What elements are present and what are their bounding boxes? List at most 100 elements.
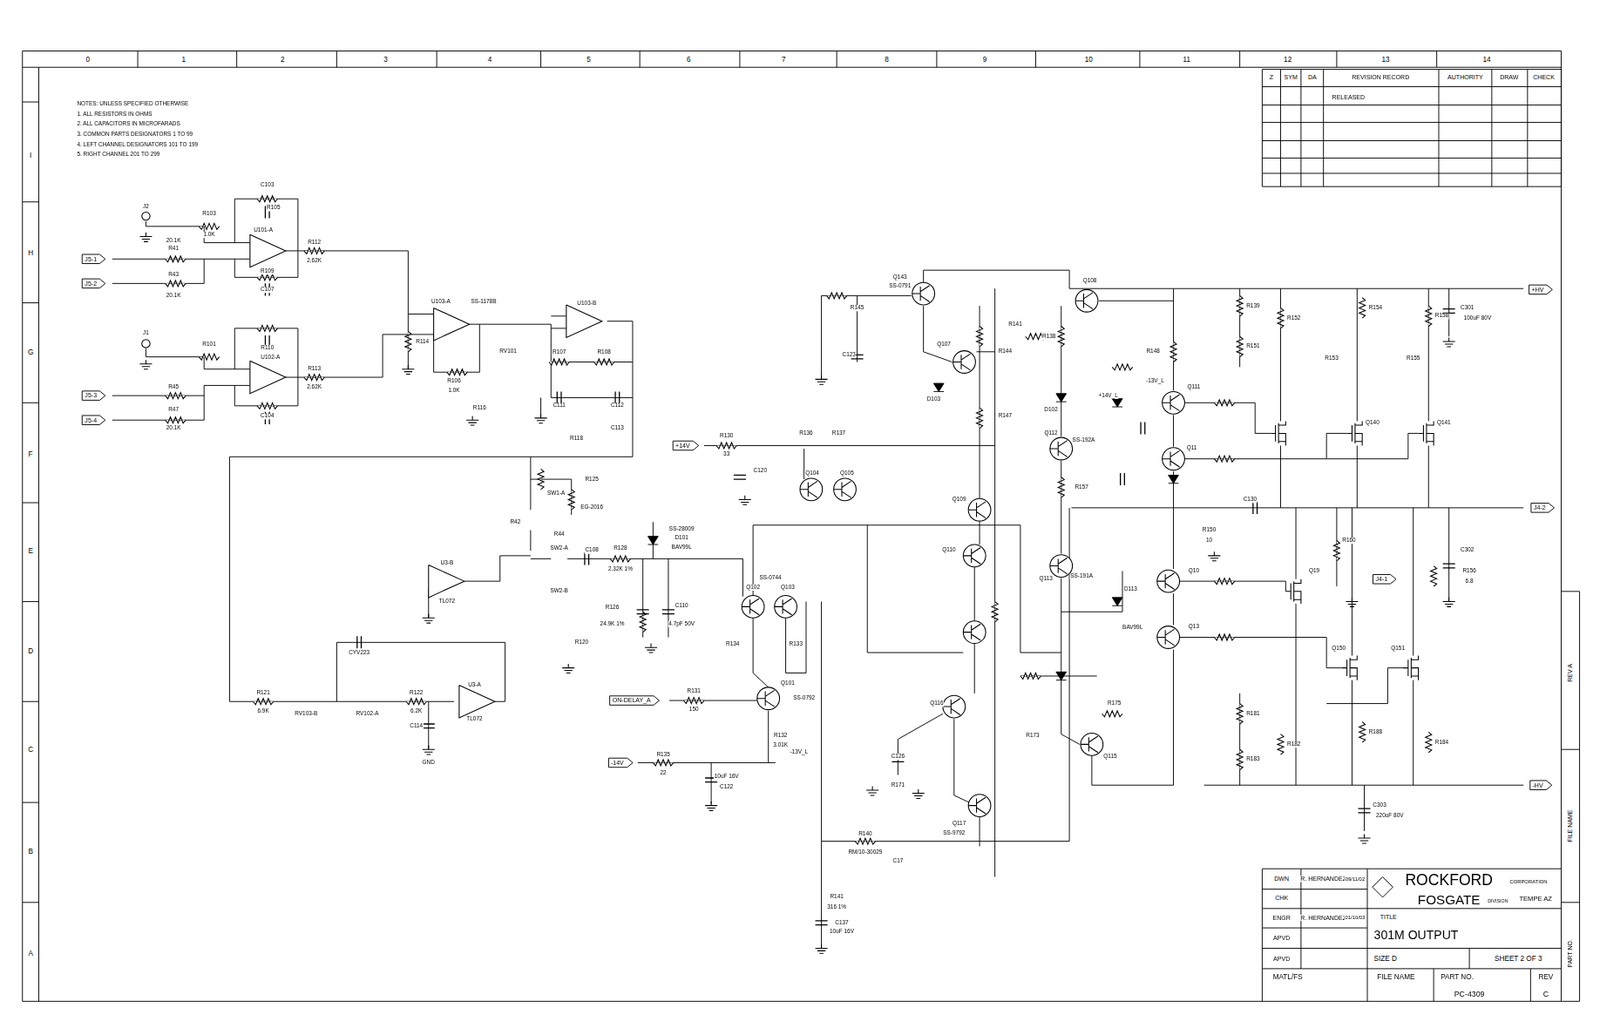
diode-symbol xyxy=(933,383,944,392)
schematic-label: C17 xyxy=(892,859,904,865)
schematic-label: Q107 xyxy=(936,341,952,347)
ground-symbol xyxy=(705,801,718,812)
schematic-label: R110 xyxy=(260,345,275,351)
wire xyxy=(22,502,40,504)
schematic-label: C126 xyxy=(890,753,906,760)
schematic-label: R132 xyxy=(772,733,788,739)
resistor-symbol xyxy=(1277,734,1284,755)
schematic-label: R. HERNANDEZ xyxy=(1300,915,1348,922)
schematic-label: C122 xyxy=(718,784,734,790)
schematic-label: C108 xyxy=(584,548,600,554)
schematic-label: 3 xyxy=(383,55,389,63)
wire xyxy=(857,295,912,297)
resistor-symbol xyxy=(1213,400,1234,407)
transistor-leads xyxy=(800,481,818,498)
schematic-label: SYM xyxy=(1283,74,1298,81)
schematic-label: EG-2016 xyxy=(580,505,604,511)
ground-symbol xyxy=(866,786,879,796)
wire xyxy=(540,51,542,68)
schematic-label: R183 xyxy=(1246,757,1262,763)
schematic-label: FILE NAME xyxy=(1376,973,1416,981)
wire xyxy=(1412,508,1414,657)
wire xyxy=(639,51,641,68)
schematic-label: R114 xyxy=(415,338,430,345)
schematic-label: RELEASED xyxy=(1331,94,1366,101)
wire xyxy=(1351,680,1353,787)
schematic-label: Q141 xyxy=(1436,420,1451,426)
connector-name: +14V xyxy=(672,440,700,452)
flag-shape xyxy=(608,758,633,768)
flag-shape xyxy=(81,415,106,426)
opamp-symbol xyxy=(459,685,495,719)
schematic-label: SS-192A xyxy=(1071,437,1096,443)
wire xyxy=(1098,300,1173,302)
capacitor-symbol xyxy=(1443,563,1456,569)
diode-symbol xyxy=(1111,597,1123,606)
schematic-label: PC-4309 xyxy=(1453,990,1485,999)
ground-symbol xyxy=(815,375,828,386)
connector-name: J4-1 xyxy=(1372,574,1397,585)
transistor-body xyxy=(953,351,977,374)
wire xyxy=(1172,650,1174,787)
transistor-body xyxy=(800,478,823,502)
wire xyxy=(1412,680,1414,787)
schematic-label: SS-0744 xyxy=(759,575,782,581)
schematic-label: Q150 xyxy=(1331,645,1347,651)
opamp-symbol xyxy=(566,305,603,338)
resistor-symbol xyxy=(1213,634,1234,641)
wire xyxy=(1261,140,1561,142)
schematic-label: U3-A xyxy=(467,682,482,688)
schematic-label: SIZE D xyxy=(1373,955,1398,963)
transistor-leads xyxy=(1157,573,1175,590)
schematic-label: D101 xyxy=(674,535,690,542)
schematic-label: R101 xyxy=(202,341,217,347)
schematic-label: 1.0K xyxy=(203,231,216,238)
transistor-symbol xyxy=(833,478,857,502)
resistor-symbol xyxy=(165,256,186,263)
schematic-label: R. HERNANDEZ xyxy=(1300,875,1348,882)
schematic-label: 01/10/03 xyxy=(1344,915,1366,921)
wire xyxy=(22,802,40,804)
schematic-label: R139 xyxy=(1246,303,1262,309)
wire xyxy=(1437,69,1439,188)
schematic-label: R138 xyxy=(1041,333,1057,339)
schematic-label: SW2-A xyxy=(549,545,570,551)
ground-symbol xyxy=(912,789,925,800)
mosfet-symbol xyxy=(1347,420,1363,446)
schematic-label: Q113 xyxy=(1038,576,1053,583)
schematic-label: R136 xyxy=(799,430,814,436)
schematic-label: 4 xyxy=(487,55,493,63)
ground-symbol xyxy=(1443,337,1456,347)
wire xyxy=(1261,86,1561,88)
resistor-symbol xyxy=(1359,298,1366,319)
wire xyxy=(336,642,505,702)
wire xyxy=(1261,888,1368,890)
capacitor-symbol xyxy=(662,610,675,615)
wire xyxy=(22,101,40,103)
transistor-body xyxy=(1157,569,1180,593)
wire xyxy=(1184,433,1347,459)
wire xyxy=(1436,51,1438,68)
wire xyxy=(1367,908,1561,909)
schematic-label: ENGR xyxy=(1272,915,1291,922)
ground-symbol xyxy=(466,416,479,427)
schematic-label: Q117 xyxy=(951,820,966,827)
wire xyxy=(1060,461,1062,555)
schematic-label: 301M OUTPUT xyxy=(1373,928,1459,942)
schematic-label: RV101 xyxy=(499,349,518,355)
wire xyxy=(767,711,769,764)
schematic-label: R133 xyxy=(788,641,804,647)
schematic-label: Q10 xyxy=(1187,568,1200,574)
wire xyxy=(1261,868,1561,870)
wire xyxy=(923,270,1070,283)
wire xyxy=(22,302,40,304)
schematic-label: APVD xyxy=(1272,935,1290,942)
schematic-label: SS-9792 xyxy=(942,830,966,836)
schematic-label: +14V_L xyxy=(1098,393,1119,399)
flag-shape xyxy=(1530,780,1553,791)
schematic-label: R45 xyxy=(168,385,180,391)
wire xyxy=(22,901,40,903)
transistor-leads xyxy=(942,698,961,716)
connector-name: +HV xyxy=(1528,284,1553,296)
wire xyxy=(994,288,996,877)
